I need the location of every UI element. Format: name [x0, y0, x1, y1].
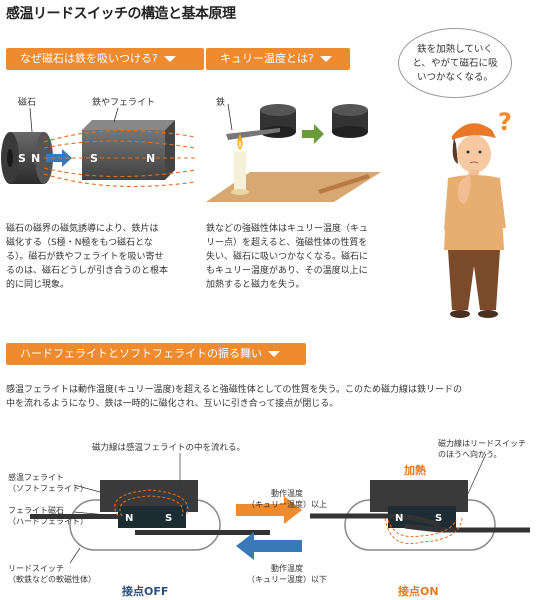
- reed-switch-diagram: N S N S: [30, 453, 530, 564]
- arrow-right-icon: [302, 124, 324, 144]
- triangle-down-icon: [163, 56, 176, 62]
- curie-illustration: [206, 103, 381, 202]
- switch-off-diagram: [30, 453, 270, 564]
- flux-reed-label: 磁力線はリードスイッチ のほうへ向かう。: [438, 439, 526, 459]
- wooden-board: [206, 172, 381, 202]
- candle: [231, 134, 249, 195]
- soft-ferrite-label: 感温フェライト （ソフトフェライト）: [8, 473, 88, 493]
- section-header-curie-label: キュリー温度とは?: [220, 52, 314, 65]
- triangle-down-icon: [268, 351, 280, 357]
- iron-block: [82, 120, 175, 180]
- contact-off-label: 接点OFF: [122, 585, 169, 598]
- flux-label: 磁力線は感温フェライトの中を流れる。: [92, 443, 246, 453]
- hard-ferrite-n-pole: N: [125, 513, 133, 524]
- below-curie-label: 動作温度 （キュリー温度）以下: [247, 564, 327, 584]
- woman-illustration: ?: [444, 108, 512, 318]
- triangle-down-icon: [319, 56, 332, 62]
- label-iron: 鉄: [216, 98, 226, 108]
- magnet-before: [260, 104, 296, 138]
- magnet-iron-illustration: S N S N: [1, 107, 198, 188]
- magnet-explanation: 磁石の磁界の磁気誘導により、鉄片は 磁化する（S極・N極をもつ磁石とな る）。磁…: [6, 224, 169, 290]
- contact-on-label: 接点ON: [398, 585, 439, 598]
- hard-ferrite-label: フェライト磁石 （ハードフェライト）: [8, 506, 88, 526]
- label-magnet: 磁石: [18, 98, 37, 108]
- flux-lines: [43, 130, 198, 188]
- right-hard-ferrite-n-pole: N: [395, 513, 403, 524]
- right-hard-ferrite-s-pole: S: [435, 513, 442, 524]
- page-title: 感温リードスイッチの構造と基本原理: [6, 6, 236, 22]
- section-header-curie: キュリー温度とは?: [206, 48, 350, 70]
- iron-n-pole: N: [146, 152, 155, 165]
- ferrite-explanation: 感温フェライトは動作温度(キュリー温度)を超えると強磁性体としての性質を失う。こ…: [6, 385, 462, 409]
- hard-ferrite-s-pole: S: [165, 513, 172, 524]
- fallen-nail: [318, 174, 370, 194]
- heat-label: 加熱: [404, 464, 426, 477]
- above-curie-label: 動作温度 （キュリー温度）以上: [247, 489, 327, 509]
- curie-explanation: 鉄などの強磁性体はキュリー温度（キュ リー点）を超えると、強磁性体の性質を 失い…: [206, 224, 369, 290]
- arrow-left-icon: [236, 532, 302, 560]
- section-header-magnet-label: なぜ磁石は鉄を吸いつける?: [20, 52, 158, 65]
- section-header-ferrite-label: ハードフェライトとソフトフェライトの振る舞い: [20, 347, 262, 360]
- label-iron-ferrite: 鉄やフェライト: [92, 98, 156, 108]
- section-header-magnet: なぜ磁石は鉄を吸いつける?: [6, 48, 204, 70]
- iron-s-pole: S: [90, 152, 98, 165]
- question-mark-icon: ?: [498, 108, 512, 136]
- reed-switch-label: リードスイッチ （軟鉄などの軟磁性体）: [8, 564, 96, 584]
- arrow-right-icon: [236, 496, 302, 524]
- section-header-ferrite: ハードフェライトとソフトフェライトの振る舞い: [6, 343, 306, 365]
- magnet-after: [332, 104, 368, 138]
- magnet-s-pole: S: [18, 152, 26, 165]
- magnet-n-pole: N: [31, 152, 40, 165]
- speech-bubble: 鉄を加熱していく と、やがて磁石に吸 いつかなくなる。: [398, 28, 512, 98]
- switch-on-diagram: [310, 453, 530, 551]
